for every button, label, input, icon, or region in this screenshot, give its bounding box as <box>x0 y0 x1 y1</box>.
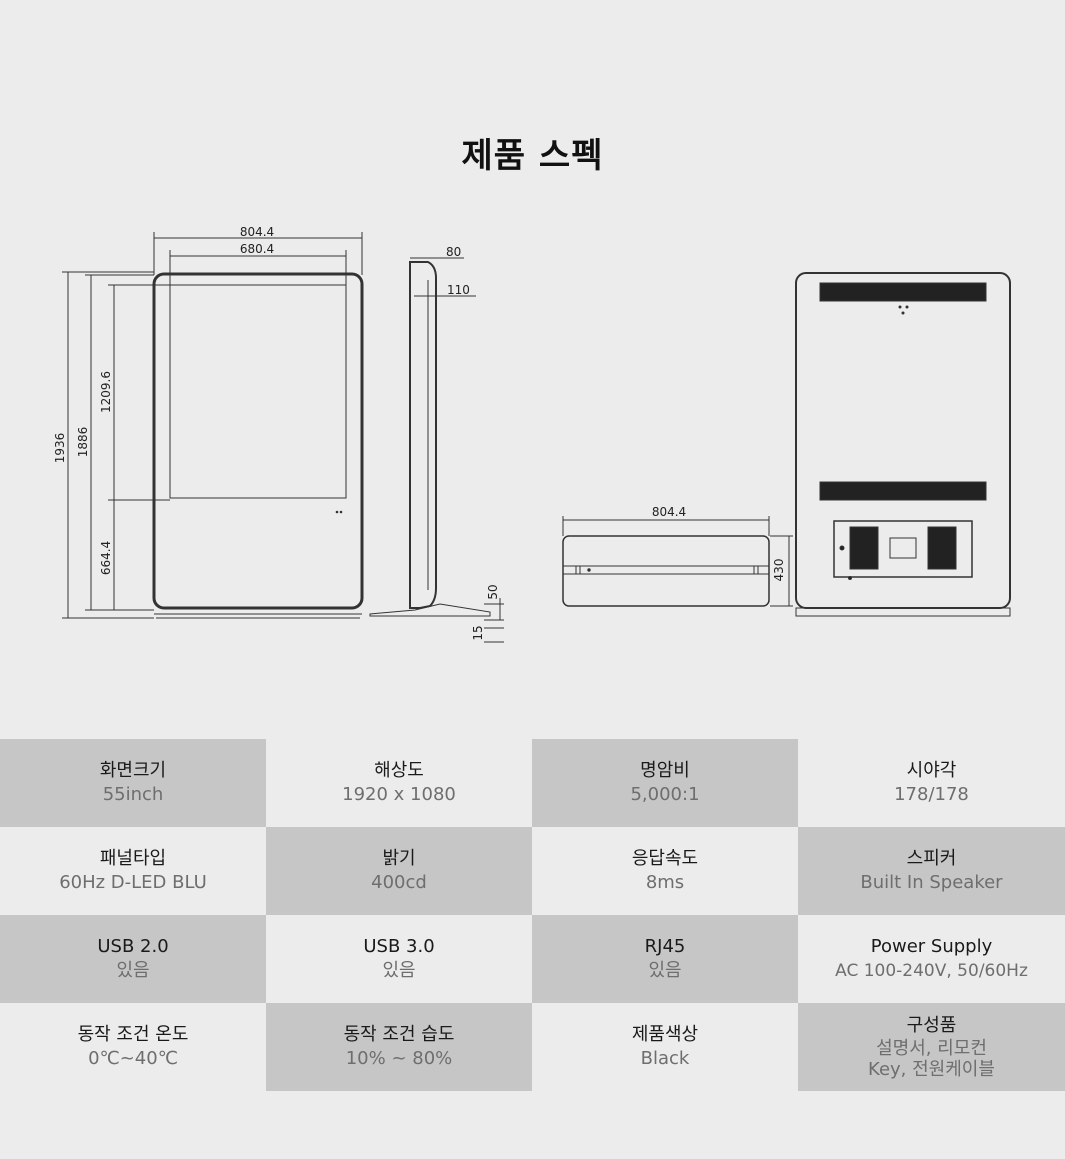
spec-value: AC 100-240V, 50/60Hz <box>835 961 1028 981</box>
spec-label: 밝기 <box>382 848 416 869</box>
spec-value: 있음 <box>648 960 682 981</box>
spec-label: 스피커 <box>906 848 957 869</box>
spec-cell-operating-humidity: 동작 조건 습도 10% ~ 80% <box>266 1003 532 1091</box>
dim-base-depth: 430 <box>772 559 786 582</box>
spec-value: Built In Speaker <box>860 872 1003 893</box>
spec-value: 8ms <box>645 872 685 893</box>
rear-view-drawing <box>795 272 1011 617</box>
spec-cell-components: 구성품 설명서, 리모컨 Key, 전원케이블 <box>798 1003 1065 1091</box>
spec-value: 178/178 <box>894 784 969 805</box>
dim-total-height: 1936 <box>53 433 67 464</box>
spec-label: Power Supply <box>870 936 993 957</box>
spec-label: 시야각 <box>906 760 957 781</box>
dim-side-depth-top: 80 <box>446 245 461 259</box>
technical-drawing: 804.4 680.4 1936 1886 1209.6 664.4 80 11… <box>53 225 1011 643</box>
spec-cell-power-supply: Power Supply AC 100-240V, 50/60Hz <box>798 915 1065 1003</box>
spec-cell-color: 제품색상 Black <box>532 1003 798 1091</box>
spec-cell-contrast: 명암비 5,000:1 <box>532 739 798 827</box>
spec-value: 있음 <box>116 960 150 981</box>
spec-cell-response-time: 응답속도 8ms <box>532 827 798 915</box>
spec-table: 화면크기 55inch 해상도 1920 x 1080 명암비 5,000:1 … <box>0 739 1065 1091</box>
dim-base-width: 804.4 <box>652 505 686 519</box>
dim-lower-height: 664.4 <box>99 541 113 575</box>
dim-foot-height: 50 <box>486 584 500 599</box>
spec-value: 설명서, 리모컨 <box>876 1038 987 1059</box>
spec-value: 있음 <box>382 960 416 981</box>
spec-label: 제품색상 <box>631 1024 699 1045</box>
spec-label: 동작 조건 습도 <box>343 1024 455 1045</box>
spec-label: USB 2.0 <box>97 936 169 957</box>
spec-label: 구성품 <box>906 1015 957 1036</box>
spec-cell-speaker: 스피커 Built In Speaker <box>798 827 1065 915</box>
spec-cell-rj45: RJ45 있음 <box>532 915 798 1003</box>
spec-cell-usb3: USB 3.0 있음 <box>266 915 532 1003</box>
dim-front-width-inner: 680.4 <box>240 242 274 256</box>
spec-label: 명암비 <box>640 760 690 781</box>
spec-value: Black <box>640 1048 690 1069</box>
spec-value: 5,000:1 <box>630 784 700 805</box>
spec-cell-resolution: 해상도 1920 x 1080 <box>266 739 532 827</box>
spec-cell-usb2: USB 2.0 있음 <box>0 915 266 1003</box>
base-top-view-drawing <box>562 516 793 607</box>
dim-front-width-outer: 804.4 <box>240 225 274 239</box>
spec-value: 1920 x 1080 <box>342 784 456 805</box>
spec-cell-screen-size: 화면크기 55inch <box>0 739 266 827</box>
spec-label: 동작 조건 온도 <box>77 1024 189 1045</box>
dim-screen-height: 1209.6 <box>99 371 113 413</box>
spec-cell-viewing-angle: 시야각 178/178 <box>798 739 1065 827</box>
spec-label: USB 3.0 <box>363 936 435 957</box>
spec-cell-brightness: 밝기 400cd <box>266 827 532 915</box>
dim-base-height: 15 <box>471 625 485 640</box>
spec-value: 10% ~ 80% <box>345 1048 453 1069</box>
front-view-drawing <box>62 232 364 619</box>
spec-value: 0℃~40℃ <box>88 1048 178 1069</box>
spec-label: 해상도 <box>374 760 424 781</box>
spec-label: 응답속도 <box>631 848 699 869</box>
dim-body-height: 1886 <box>76 427 90 458</box>
spec-cell-panel-type: 패널타입 60Hz D-LED BLU <box>0 827 266 915</box>
spec-value: 60Hz D-LED BLU <box>59 872 207 893</box>
page-title: 제품 스펙 <box>461 136 604 176</box>
spec-label: 패널타입 <box>99 848 167 869</box>
spec-value: 400cd <box>371 872 427 893</box>
spec-value: 55inch <box>102 784 164 805</box>
spec-label: RJ45 <box>644 936 686 957</box>
spec-value-line2: Key, 전원케이블 <box>868 1059 995 1080</box>
side-view-drawing <box>369 257 504 643</box>
spec-cell-operating-temp: 동작 조건 온도 0℃~40℃ <box>0 1003 266 1091</box>
spec-label: 화면크기 <box>99 760 167 781</box>
dim-side-depth: 110 <box>447 283 470 297</box>
